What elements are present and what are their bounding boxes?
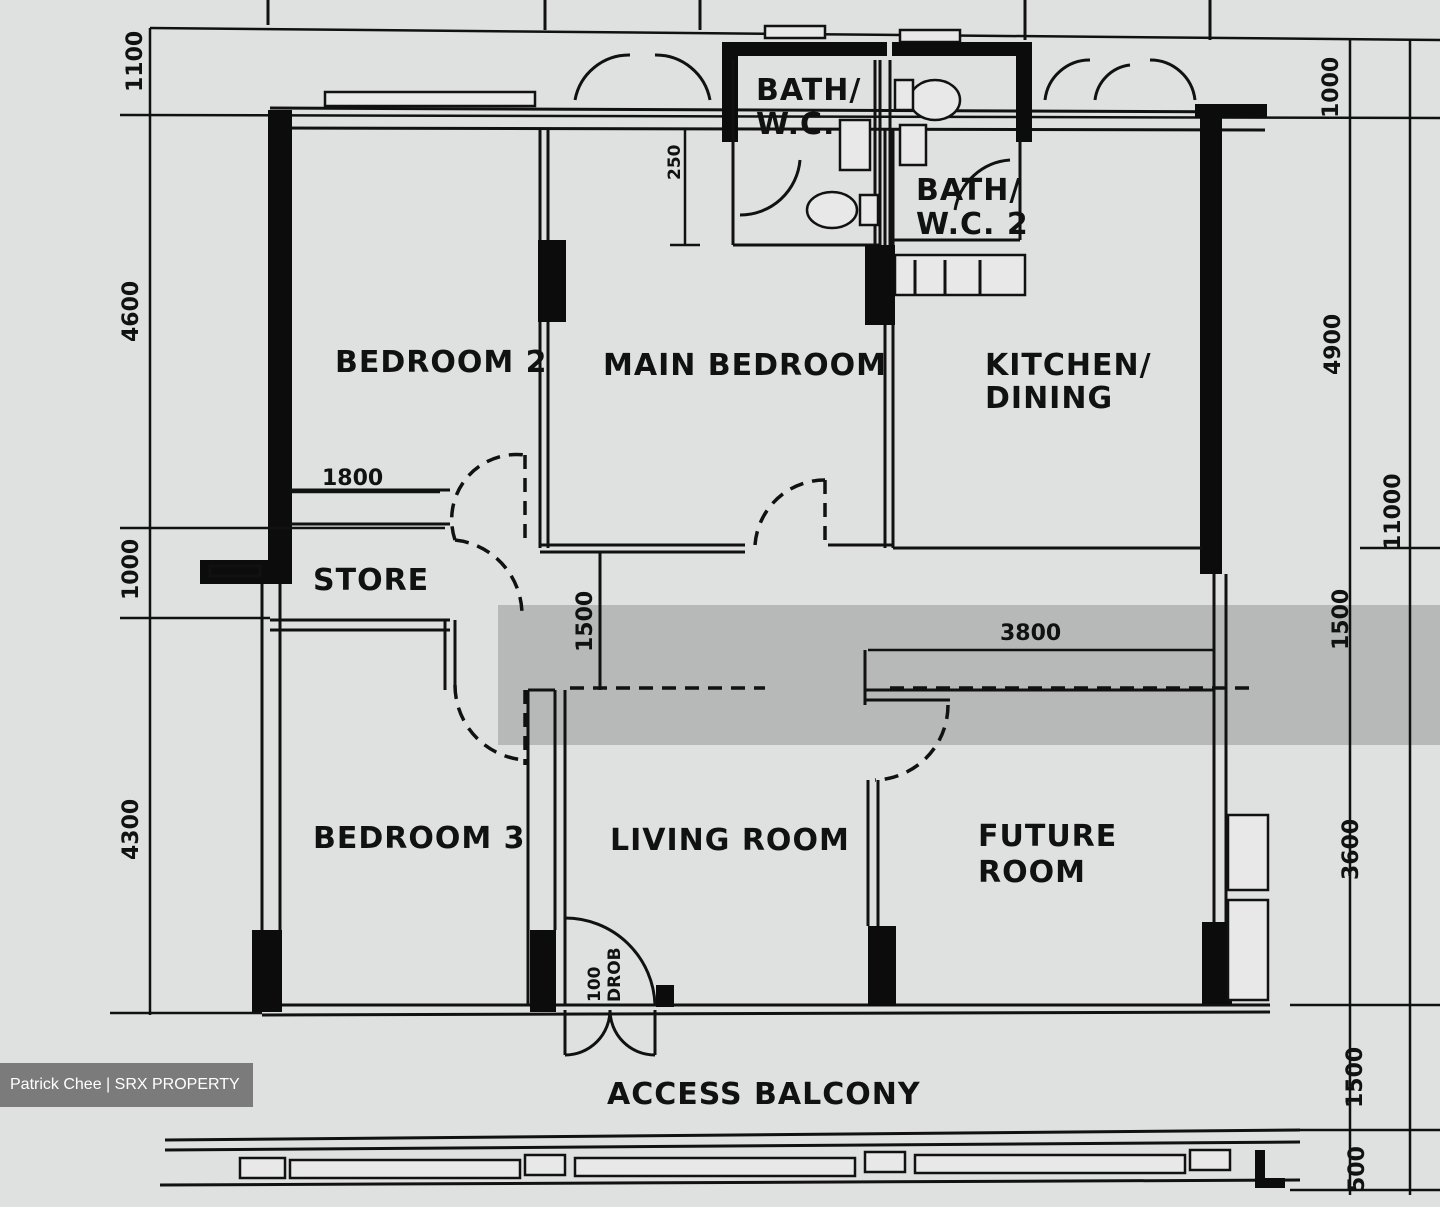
- dim-store-1800: 1800: [322, 466, 383, 491]
- dim-corridor-1500: 1500: [573, 591, 598, 652]
- dim-span-3800: 3800: [1000, 621, 1061, 646]
- dim-right-3600: 3600: [1339, 819, 1364, 880]
- living-room-label: LIVING ROOM: [610, 823, 850, 858]
- bath1-label-line1: BATH/: [756, 73, 861, 108]
- balcony-rail: [159, 1128, 1301, 1188]
- refuse-chute: 100 DROB: [585, 947, 625, 1002]
- dim-left-4300: 4300: [119, 799, 144, 860]
- future-room-label-line1: FUTURE: [978, 819, 1117, 854]
- kitchen-label-line2: DINING: [985, 381, 1113, 416]
- dim-left-1000: 1000: [119, 539, 144, 600]
- dim-right-4900: 4900: [1321, 314, 1346, 375]
- bedroom3-label: BEDROOM 3: [313, 821, 526, 856]
- store-label: STORE: [313, 563, 429, 598]
- dim-right-1000: 1000: [1319, 57, 1344, 118]
- dimension-labels: 1100 4600 1000 4300 1000 4900 11000 1500…: [119, 31, 1406, 1192]
- dim-bath-250: 250: [665, 144, 685, 180]
- watermark: Patrick Chee | SRX PROPERTY: [0, 1063, 253, 1107]
- bathrooms: [722, 42, 1032, 325]
- access-balcony-label: ACCESS BALCONY: [607, 1077, 921, 1112]
- room-labels: BATH/ W.C. BATH/ W.C. 2 BEDROOM 2 MAIN B…: [313, 73, 1152, 1112]
- dim-left-1100: 1100: [123, 31, 148, 92]
- main-bedroom-label: MAIN BEDROOM: [603, 348, 887, 383]
- dim-right-500: 500: [1345, 1146, 1370, 1192]
- bath1-label-line2: W.C.: [756, 107, 835, 142]
- bedroom2-label: BEDROOM 2: [335, 345, 548, 380]
- future-room-label-line2: ROOM: [978, 855, 1086, 890]
- kitchen-label-line1: KITCHEN/: [985, 348, 1152, 383]
- refuse-chute-line1: 100: [585, 966, 605, 1002]
- dim-left-4600: 4600: [119, 281, 144, 342]
- dimension-lines: [110, 28, 1440, 1195]
- doors: [449, 53, 1197, 1057]
- bath2-label-line1: BATH/: [916, 173, 1021, 208]
- dim-right-11000: 11000: [1381, 473, 1406, 550]
- bath2-label-line2: W.C. 2: [916, 207, 1029, 242]
- highlight-band: [498, 605, 1440, 745]
- dim-right-1500-upper: 1500: [1329, 589, 1354, 650]
- refuse-chute-line2: DROB: [605, 947, 625, 1002]
- walls: [200, 90, 1271, 1017]
- dim-right-1500-lower: 1500: [1343, 1047, 1368, 1108]
